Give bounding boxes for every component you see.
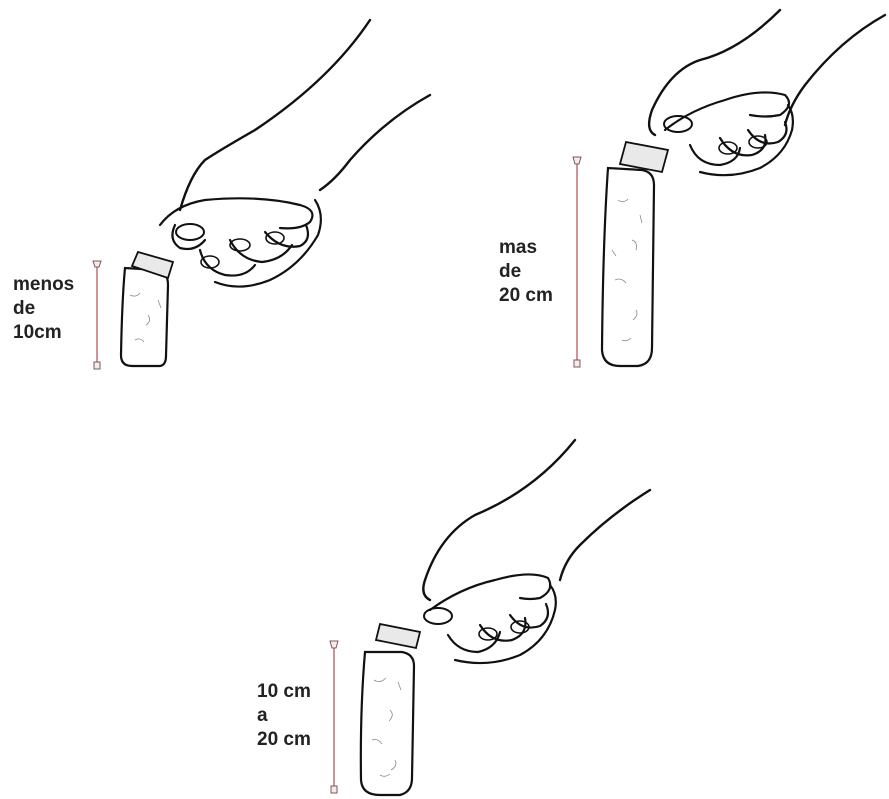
- label-line: mas: [499, 236, 553, 260]
- panel-medium: 10 cm a 20 cm: [230, 420, 680, 799]
- label-line: a: [257, 704, 311, 728]
- ruler-icon: [573, 157, 581, 367]
- label-line: 10 cm: [257, 680, 311, 704]
- stick-icon: [602, 142, 668, 366]
- hand-icon: [423, 440, 650, 663]
- label-line: menos: [13, 273, 74, 297]
- hand-icon: [649, 10, 885, 175]
- label-line: de: [13, 297, 74, 321]
- stick-icon: [361, 624, 420, 795]
- length-label-long: mas de 20 cm: [499, 236, 553, 308]
- stick-icon: [121, 252, 173, 366]
- ruler-icon: [330, 641, 338, 793]
- length-label-short: menos de 10cm: [13, 273, 74, 345]
- label-line: 20 cm: [257, 728, 311, 752]
- label-line: de: [499, 260, 553, 284]
- label-line: 20 cm: [499, 284, 553, 308]
- hand-icon: [160, 20, 430, 287]
- hand-breaking-long-stick-illustration: [440, 0, 889, 390]
- label-line: 10cm: [13, 321, 74, 345]
- length-label-medium: 10 cm a 20 cm: [257, 680, 311, 752]
- ruler-icon: [93, 261, 101, 369]
- panel-short: menos de 10cm: [0, 0, 440, 390]
- panel-long: mas de 20 cm: [440, 0, 889, 390]
